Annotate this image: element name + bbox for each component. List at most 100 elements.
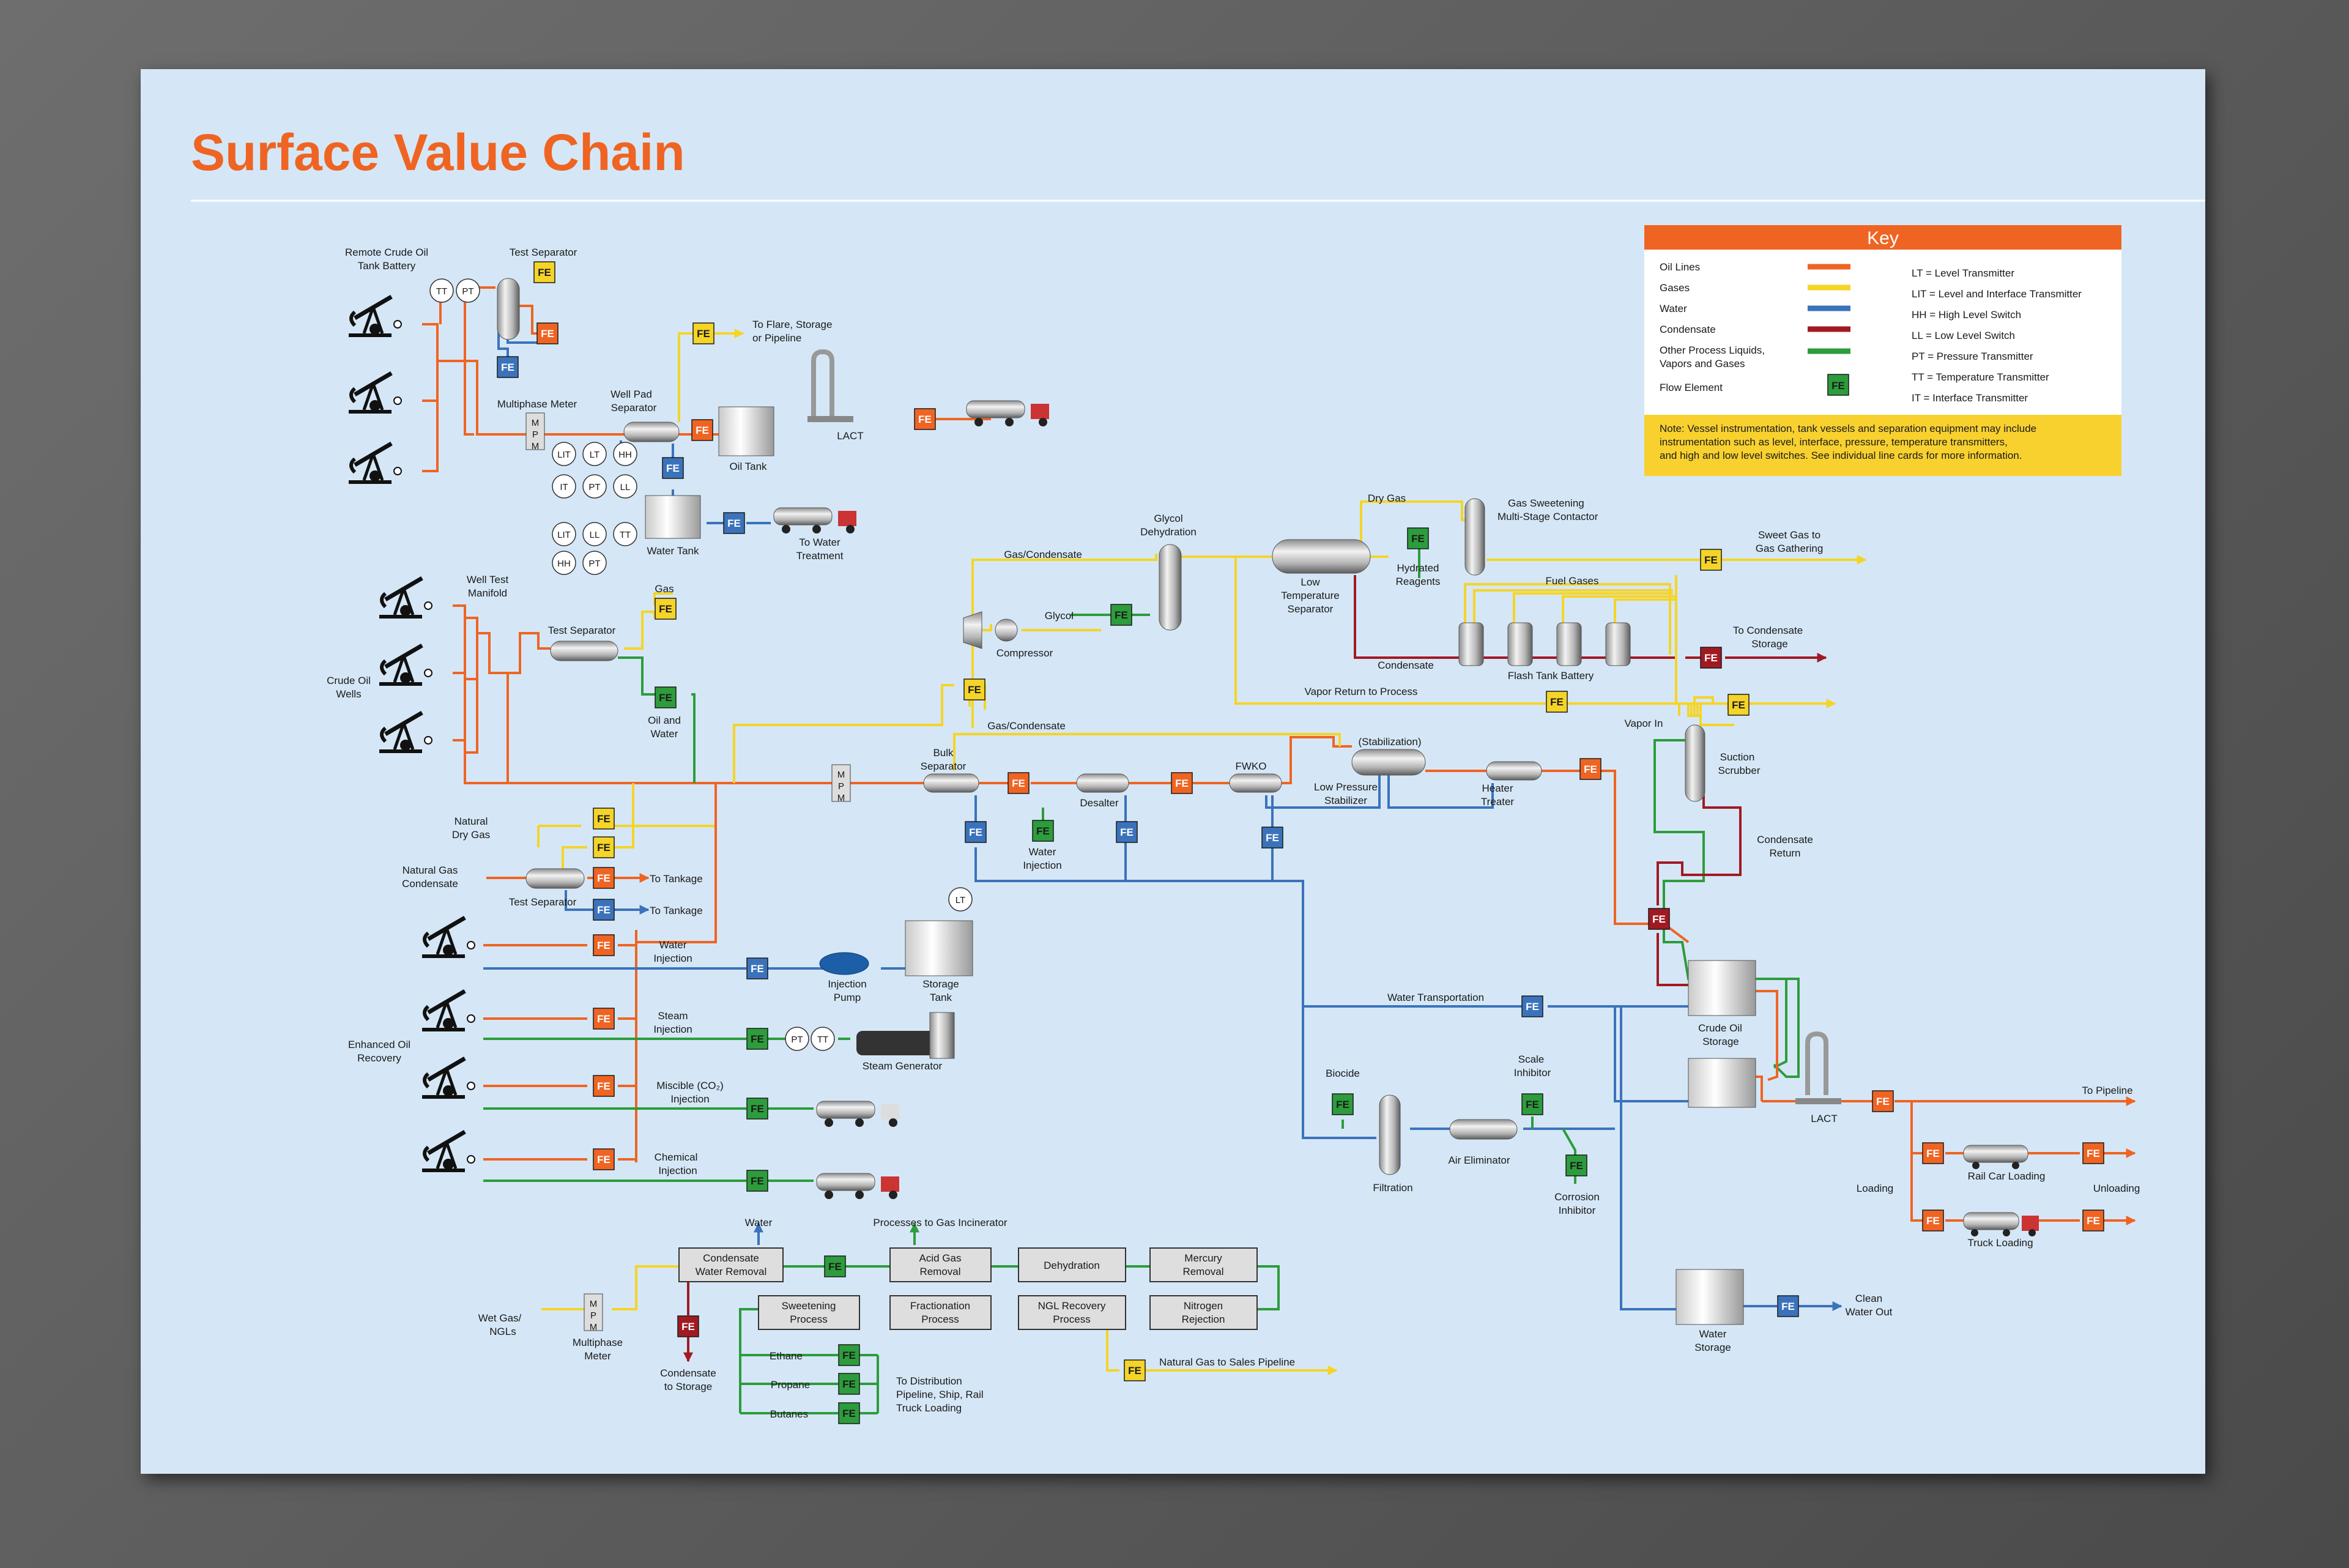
flow-element-2[interactable]: FE xyxy=(536,322,558,344)
flow-element-15[interactable]: FE xyxy=(1700,647,1722,669)
instrument-tt-11[interactable]: TT xyxy=(613,522,637,546)
heater-treater-vessel[interactable] xyxy=(1486,761,1542,781)
flow-element-3[interactable]: FE xyxy=(497,356,519,378)
compressor-unit[interactable] xyxy=(963,611,982,649)
flow-element-9[interactable]: FE xyxy=(655,598,677,620)
flow-element-44[interactable]: FE xyxy=(2082,1142,2104,1164)
pumpjack-8[interactable] xyxy=(422,989,475,1031)
flash-tank-2[interactable] xyxy=(1507,622,1533,666)
pumpjack-6[interactable] xyxy=(379,710,432,753)
flow-element-32[interactable]: FE xyxy=(593,1008,615,1030)
water-tank[interactable] xyxy=(645,495,701,539)
instrument-hh-12[interactable]: HH xyxy=(552,551,576,575)
low-temperature-separator-vessel[interactable] xyxy=(1272,539,1371,574)
crude-oil-storage-tank-1[interactable] xyxy=(1688,960,1756,1016)
flow-element-50[interactable]: FE xyxy=(838,1344,860,1366)
flow-element-13[interactable]: FE xyxy=(1407,527,1429,549)
flow-element-53[interactable]: FE xyxy=(1124,1359,1146,1381)
instrument-ll-8[interactable]: LL xyxy=(613,474,637,499)
well-pad-separator-vessel[interactable] xyxy=(623,422,680,442)
glycol-dehydration-vessel[interactable] xyxy=(1159,544,1182,631)
box-fractionation-process[interactable]: Fractionation Process xyxy=(889,1295,992,1330)
instrument-lit-9[interactable]: LIT xyxy=(552,522,576,546)
flow-element-24[interactable]: FE xyxy=(1261,827,1283,849)
instrument-hh-5[interactable]: HH xyxy=(613,442,637,466)
instrument-pt-2[interactable]: PT xyxy=(456,278,480,303)
low-pressure-stabilizer-vessel[interactable] xyxy=(1351,749,1426,776)
multiphase-meter-2[interactable] xyxy=(831,764,851,802)
flow-element-51[interactable]: FE xyxy=(838,1373,860,1395)
multiphase-meter-3[interactable] xyxy=(584,1293,603,1331)
instrument-it-6[interactable]: IT xyxy=(552,474,576,499)
flow-element-11[interactable]: FE xyxy=(963,678,985,700)
flow-element-30[interactable]: FE xyxy=(593,934,615,956)
gas-sweetening-contactor[interactable] xyxy=(1464,498,1485,576)
flow-element-42[interactable]: FE xyxy=(1872,1090,1894,1112)
crude-oil-storage-tank-2[interactable] xyxy=(1688,1058,1756,1108)
box-nitrogen-rejection[interactable]: Nitrogen Rejection xyxy=(1149,1295,1258,1330)
instrument-lt-16[interactable]: LT xyxy=(948,887,973,912)
flow-element-21[interactable]: FE xyxy=(965,821,987,843)
bulk-separator-vessel[interactable] xyxy=(923,773,979,793)
flow-element-26[interactable]: FE xyxy=(593,808,615,830)
flash-tank-4[interactable] xyxy=(1605,622,1631,666)
filtration-vessel[interactable] xyxy=(1379,1094,1401,1175)
instrument-lit-3[interactable]: LIT xyxy=(552,442,576,466)
flash-tank-3[interactable] xyxy=(1556,622,1582,666)
flow-element-34[interactable]: FE xyxy=(593,1075,615,1097)
flow-element-28[interactable]: FE xyxy=(593,867,615,889)
pumpjack-7[interactable] xyxy=(422,915,475,958)
flow-element-49[interactable]: FE xyxy=(677,1315,699,1337)
pumpjack-9[interactable] xyxy=(422,1056,475,1099)
flow-element-6[interactable]: FE xyxy=(662,457,684,479)
desalter-vessel[interactable] xyxy=(1076,773,1129,793)
flow-element-41[interactable]: FE xyxy=(1565,1154,1587,1176)
flow-element-29[interactable]: FE xyxy=(593,899,615,921)
storage-tank[interactable] xyxy=(905,920,973,976)
flow-element-48[interactable]: FE xyxy=(824,1255,846,1277)
pumpjack-10[interactable] xyxy=(422,1129,475,1172)
box-mercury-removal[interactable]: Mercury Removal xyxy=(1149,1247,1258,1282)
pumpjack-4[interactable] xyxy=(379,576,432,619)
flow-element-4[interactable]: FE xyxy=(691,419,713,441)
flash-tank-1[interactable] xyxy=(1458,622,1484,666)
box-condensate-water-removal[interactable]: Condensate Water Removal xyxy=(678,1247,784,1282)
flow-element-20[interactable]: FE xyxy=(1579,758,1601,780)
flow-element-18[interactable]: FE xyxy=(1008,772,1030,794)
pumpjack-3[interactable] xyxy=(349,441,402,484)
box-dehydration[interactable]: Dehydration xyxy=(1018,1247,1126,1282)
flow-element-33[interactable]: FE xyxy=(746,1028,768,1050)
flow-element-12[interactable]: FE xyxy=(1110,604,1132,626)
fwko-vessel[interactable] xyxy=(1229,773,1282,793)
injection-pump[interactable] xyxy=(819,952,869,975)
flow-element-38[interactable]: FE xyxy=(1521,995,1543,1017)
flow-element-25[interactable]: FE xyxy=(1648,908,1670,930)
flow-element-27[interactable]: FE xyxy=(593,836,615,858)
test-separator-vessel[interactable] xyxy=(497,278,520,340)
flow-element-16[interactable]: FE xyxy=(1546,691,1568,713)
suction-scrubber-vessel[interactable] xyxy=(1685,724,1705,802)
flow-element-39[interactable]: FE xyxy=(1332,1093,1354,1115)
instrument-ll-10[interactable]: LL xyxy=(582,522,607,546)
flow-element-17[interactable]: FE xyxy=(1727,694,1750,716)
flow-element-8[interactable]: FE xyxy=(914,408,936,430)
instrument-pt-7[interactable]: PT xyxy=(582,474,607,499)
lact-loop-right[interactable] xyxy=(1805,1031,1828,1095)
flow-element-1[interactable]: FE xyxy=(533,261,555,283)
water-storage-tank[interactable] xyxy=(1675,1269,1744,1325)
instrument-pt-14[interactable]: PT xyxy=(785,1027,809,1051)
multiphase-meter-1[interactable] xyxy=(525,412,545,450)
flow-element-47[interactable]: FE xyxy=(1777,1295,1799,1317)
box-sweetening-process[interactable]: Sweetening Process xyxy=(758,1295,860,1330)
flow-element-23[interactable]: FE xyxy=(1116,821,1138,843)
flow-element-37[interactable]: FE xyxy=(746,1170,768,1192)
instrument-lt-4[interactable]: LT xyxy=(582,442,607,466)
flow-element-14[interactable]: FE xyxy=(1700,549,1722,571)
lact-loop-top[interactable] xyxy=(811,349,834,416)
box-acid-gas-removal[interactable]: Acid Gas Removal xyxy=(889,1247,992,1282)
test-separator-3-vessel[interactable] xyxy=(525,868,585,889)
flow-element-31[interactable]: FE xyxy=(746,957,768,979)
flow-element-35[interactable]: FE xyxy=(746,1098,768,1120)
test-separator-2-vessel[interactable] xyxy=(550,641,618,661)
pumpjack-5[interactable] xyxy=(379,643,432,686)
